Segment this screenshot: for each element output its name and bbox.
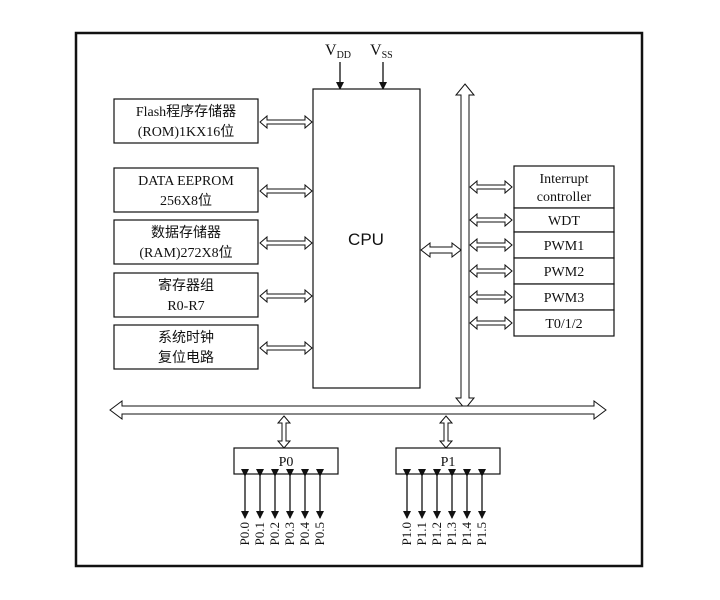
left-block-line1: Flash程序存储器 <box>136 104 236 120</box>
left-block-link-arrow <box>259 114 313 130</box>
right-block-box <box>513 309 615 337</box>
vss-pin: VSS <box>370 42 393 90</box>
right-block-link-arrow <box>469 179 513 195</box>
left-block-line2: 复位电路 <box>158 349 214 366</box>
right-block-link-arrow <box>469 237 513 253</box>
cpu-bus-arrow <box>420 241 462 259</box>
left-block-line2: 256X8位 <box>160 193 212 209</box>
right-block: T0/1/2 <box>469 309 615 337</box>
vss-label: VSS <box>370 42 393 61</box>
left-block: Flash程序存储器 (ROM)1KX16位 <box>113 98 313 144</box>
left-block-box <box>113 219 259 265</box>
right-block-box <box>513 231 615 259</box>
left-block-line2: (RAM)272X8位 <box>139 245 232 261</box>
left-block-link-arrow <box>259 340 313 356</box>
diagram-frame <box>74 31 644 568</box>
left-block-line2: (ROM)1KX16位 <box>138 124 234 140</box>
pin-label: P0.0 <box>237 522 252 545</box>
pin-label: P0.3 <box>282 522 297 545</box>
cpu-label: CPU <box>348 230 384 249</box>
right-block-link-arrow <box>469 315 513 331</box>
vdd-pin: VDD <box>325 42 351 90</box>
vdd-label: VDD <box>325 42 351 61</box>
left-block: 寄存器组 R0-R7 <box>113 272 313 318</box>
pin-label: P1.0 <box>399 522 414 545</box>
right-block-box <box>513 257 615 285</box>
left-block-line2: R0-R7 <box>167 299 204 314</box>
right-block-link-arrow <box>469 263 513 279</box>
left-block-link-arrow <box>259 235 313 251</box>
right-block: PWM1 <box>469 231 615 259</box>
left-block-box <box>113 272 259 318</box>
port-label: P0 <box>279 455 294 470</box>
pin-label: P0.5 <box>312 522 327 545</box>
left-block: DATA EEPROM 256X8位 <box>113 167 313 213</box>
left-block: 数据存储器 (RAM)272X8位 <box>113 219 313 265</box>
right-block: PWM2 <box>469 257 615 285</box>
right-block-label: PWM3 <box>544 291 584 306</box>
pin-label: P0.2 <box>267 522 282 545</box>
right-block-box <box>513 207 615 233</box>
left-block-box <box>113 98 259 144</box>
right-block-label: PWM2 <box>544 265 584 280</box>
port-bus-arrow <box>276 415 292 449</box>
left-block-line1: 数据存储器 <box>151 225 221 241</box>
right-block-box <box>513 165 615 209</box>
left-block-link-arrow <box>259 288 313 304</box>
pin-label: P0.1 <box>252 522 267 545</box>
cpu-block <box>312 88 421 389</box>
right-block-label: T0/1/2 <box>545 317 582 332</box>
right-block-link-arrow <box>469 289 513 305</box>
pin-label: P1.1 <box>414 522 429 545</box>
left-block-link-arrow <box>259 183 313 199</box>
left-block-line1: DATA EEPROM <box>138 174 234 189</box>
left-block-box <box>113 167 259 213</box>
right-block: PWM3 <box>469 283 615 311</box>
right-block-label: WDT <box>548 214 580 229</box>
right-block-label: PWM1 <box>544 239 584 254</box>
pin-label: P1.2 <box>429 522 444 545</box>
pin-label: P0.4 <box>297 522 312 546</box>
left-block-box <box>113 324 259 370</box>
right-block: WDT <box>469 207 615 233</box>
port-bus-arrow <box>438 415 454 449</box>
right-block-link-arrow <box>469 212 513 228</box>
right-block-line2: controller <box>537 190 592 205</box>
left-block-line1: 寄存器组 <box>158 277 214 294</box>
port-label: P1 <box>441 455 456 470</box>
pin-label: P1.4 <box>459 522 474 546</box>
pin-label: P1.5 <box>474 522 489 545</box>
right-block: Interrupt controller <box>469 165 615 209</box>
horizontal-bus-arrow <box>109 400 607 420</box>
left-block-line1: 系统时钟 <box>158 329 214 346</box>
pin-label: P1.3 <box>444 522 459 545</box>
right-block-line1: Interrupt <box>540 172 589 187</box>
